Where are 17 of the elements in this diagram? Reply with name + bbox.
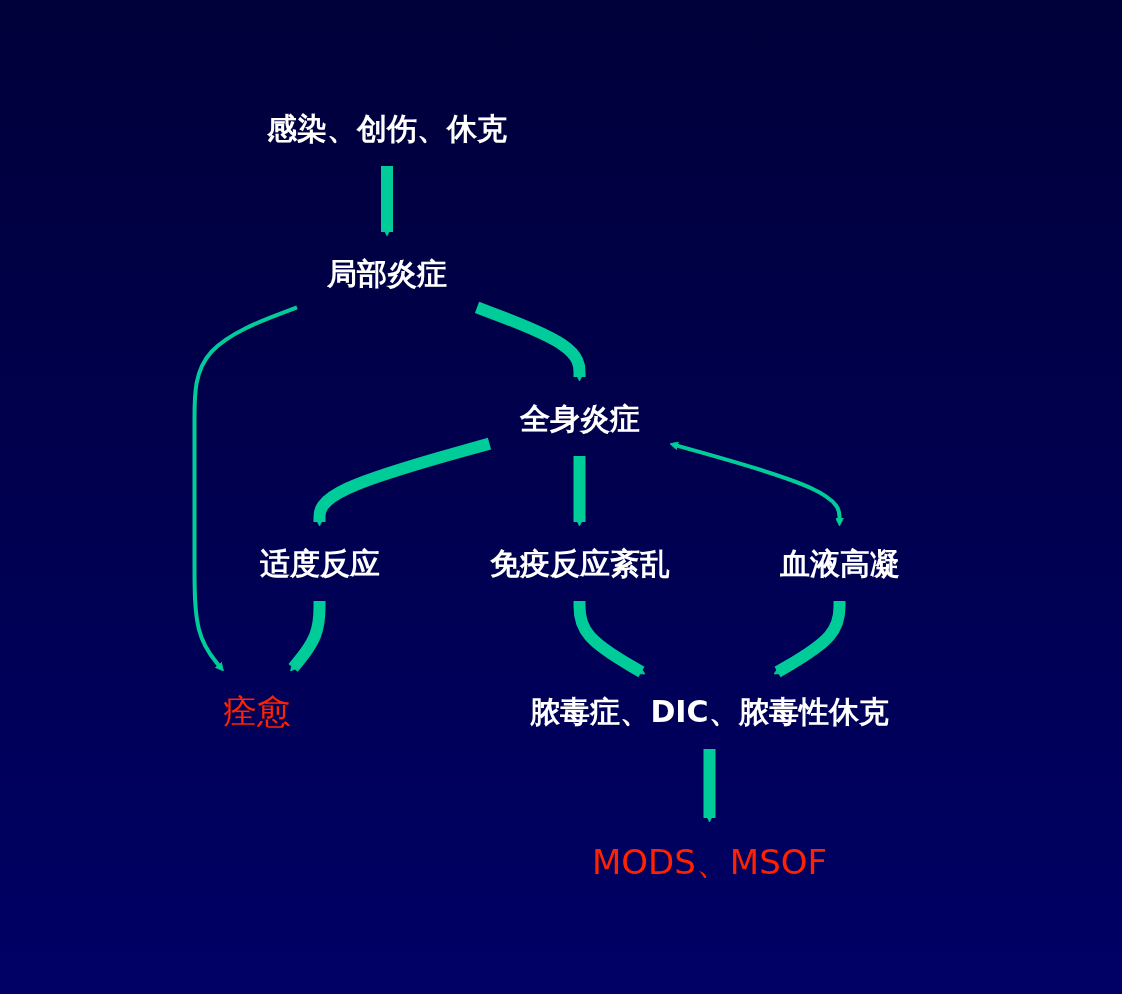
node-text: 全身炎症 <box>519 401 640 436</box>
arrow <box>669 441 844 527</box>
node-text: 感染、创伤、休克 <box>266 111 507 146</box>
arrow <box>474 301 586 382</box>
arrow <box>380 165 393 237</box>
node-text: 痊愈 <box>222 691 291 731</box>
arrow <box>573 455 586 527</box>
node-text: 免疫反应紊乱 <box>489 546 670 581</box>
arrow <box>703 749 716 823</box>
node-text: 脓毒症、DIC、脓毒性休克 <box>530 694 889 729</box>
arrow <box>288 600 326 672</box>
node-text: 局部炎症 <box>326 256 447 291</box>
node-text: MODS、MSOF <box>591 842 827 882</box>
arrow <box>313 437 491 527</box>
node-text: 血液高凝 <box>779 546 900 581</box>
node-text: 适度反应 <box>259 546 380 581</box>
arrow <box>192 305 298 672</box>
